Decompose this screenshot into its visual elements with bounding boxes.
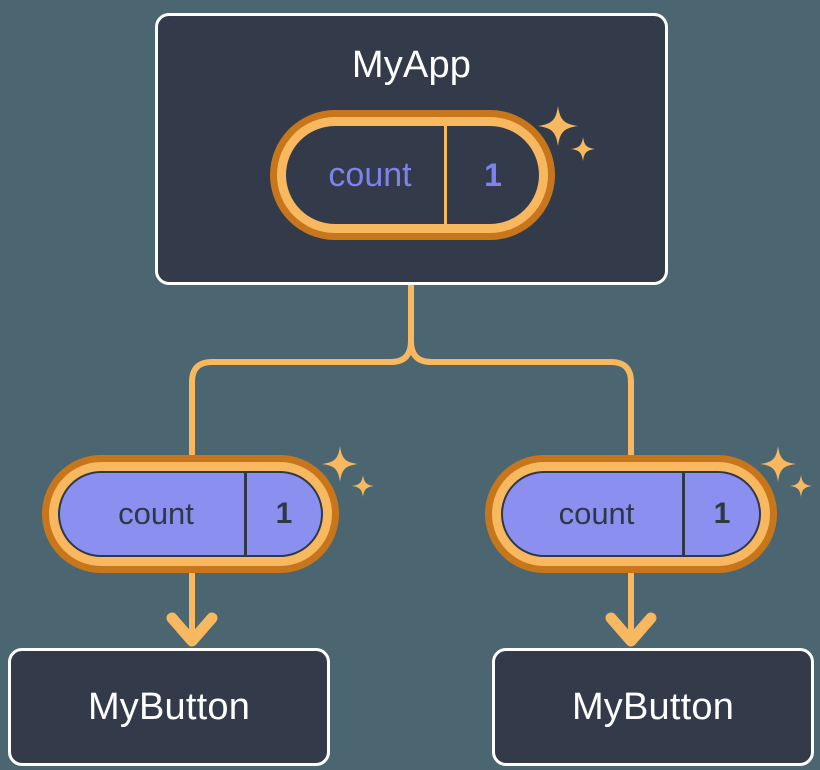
- state-pill-ring: count 1: [492, 462, 770, 566]
- state-value-label: 1: [275, 497, 293, 530]
- state-pill-body: count 1: [501, 471, 761, 557]
- connector-branch-right: [408, 338, 634, 465]
- state-key-label: count: [558, 496, 635, 531]
- state-pill-divider: [444, 126, 447, 224]
- arrow-head-right: [605, 612, 657, 647]
- component-label: MyButton: [571, 685, 735, 728]
- state-value-label: 1: [484, 156, 502, 193]
- component-box-mybutton-right[interactable]: MyButton: [492, 648, 814, 766]
- state-pill-divider: [244, 473, 247, 555]
- state-pill-body: count 1: [58, 471, 323, 557]
- component-label: MyButton: [87, 685, 251, 728]
- connector-trunk: [189, 282, 414, 465]
- state-key-label: count: [328, 155, 412, 194]
- state-pill-ring: count 1: [49, 462, 332, 566]
- state-value-label: 1: [713, 497, 731, 530]
- component-box-mybutton-left[interactable]: MyButton: [8, 648, 330, 766]
- page-title: MyApp: [351, 44, 472, 86]
- state-pill-body: count 1: [286, 126, 539, 224]
- state-pill-branch-1[interactable]: count 1: [485, 455, 777, 573]
- arrow-head-left: [166, 612, 218, 647]
- state-pill-divider: [682, 473, 685, 555]
- state-key-label: count: [118, 496, 194, 531]
- state-pill-ring: count 1: [277, 117, 548, 233]
- state-pill-root[interactable]: count 1: [270, 110, 555, 240]
- state-pill-branch-0[interactable]: count 1: [42, 455, 339, 573]
